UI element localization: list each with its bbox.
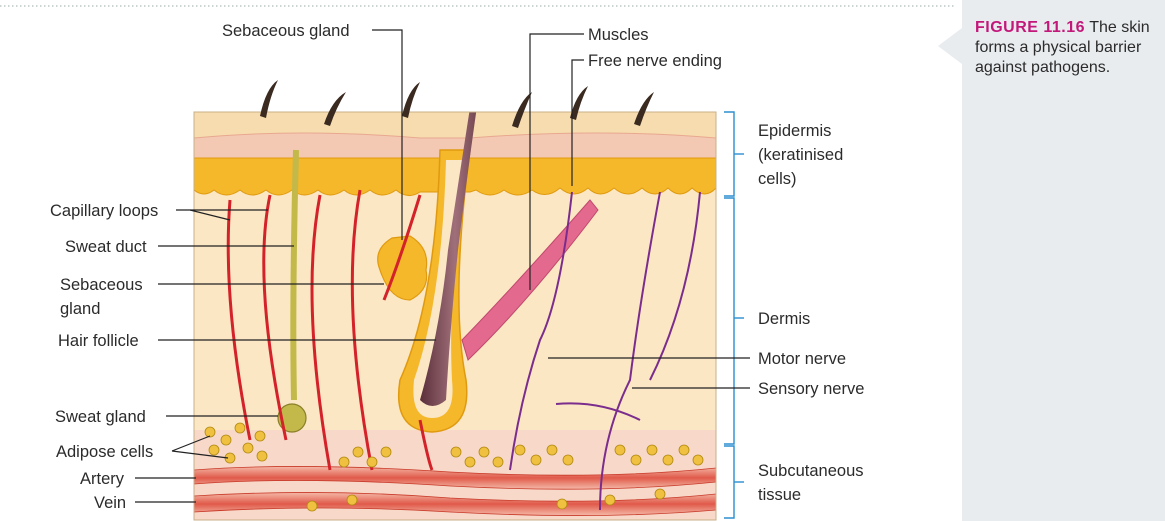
caption-pointer bbox=[938, 28, 962, 64]
leader-free-nerve-ending bbox=[571, 59, 584, 186]
bracket-epidermis bbox=[724, 111, 735, 197]
leader-adipose-cells bbox=[171, 435, 211, 452]
hair-shaft bbox=[420, 112, 477, 406]
leader-sebaceous-gland-top bbox=[372, 29, 403, 240]
skin-block-outline bbox=[193, 111, 717, 521]
surface-hairs bbox=[260, 80, 654, 128]
leader-adipose-cells-2 bbox=[171, 450, 229, 459]
label-adipose-cells: Adipose cells bbox=[56, 443, 153, 461]
bracket-dermis bbox=[724, 197, 735, 445]
label-subcutaneous-line2: tissue bbox=[758, 486, 801, 504]
label-capillary-loops: Capillary loops bbox=[50, 202, 158, 220]
bracket-subcutaneous bbox=[724, 445, 735, 519]
follicle-inner bbox=[413, 160, 462, 418]
label-free-nerve-ending: Free nerve ending bbox=[588, 52, 722, 70]
nerves bbox=[509, 191, 701, 511]
figure-number: FIGURE 11.16 bbox=[975, 19, 1086, 36]
label-sebaceous-line2: gland bbox=[60, 300, 100, 318]
sweat-gland-shape bbox=[277, 403, 307, 433]
label-sweat-gland: Sweat gland bbox=[55, 408, 146, 426]
label-vein: Vein bbox=[94, 494, 126, 512]
label-muscles: Muscles bbox=[588, 26, 649, 44]
label-hair-follicle: Hair follicle bbox=[58, 332, 139, 350]
skin-block bbox=[194, 112, 716, 520]
caption-body: The skin forms a physical barrier agains… bbox=[975, 19, 1150, 76]
label-sebaceous-gland-top: Sebaceous gland bbox=[222, 22, 350, 40]
adipose-cells bbox=[204, 422, 704, 512]
sweat-duct-shape bbox=[290, 149, 299, 401]
leader-muscles bbox=[529, 33, 584, 290]
label-dermis: Dermis bbox=[758, 310, 810, 328]
caption-panel bbox=[962, 0, 1165, 521]
figure-caption: FIGURE 11.16 The skin forms a physical b… bbox=[975, 18, 1165, 78]
label-sebaceous-line1: Sebaceous bbox=[60, 276, 143, 294]
label-epidermis-line2: (keratinised bbox=[758, 146, 843, 164]
label-subcutaneous-line1: Subcutaneous bbox=[758, 462, 864, 480]
label-sweat-duct: Sweat duct bbox=[65, 238, 147, 256]
label-epidermis-line3: cells) bbox=[758, 170, 797, 188]
artery-band bbox=[194, 466, 716, 490]
label-motor-nerve: Motor nerve bbox=[758, 350, 846, 368]
label-sensory-nerve: Sensory nerve bbox=[758, 380, 864, 398]
label-epidermis-line1: Epidermis bbox=[758, 122, 831, 140]
label-artery: Artery bbox=[80, 470, 125, 488]
vein-band bbox=[194, 492, 716, 516]
capillary-loops bbox=[226, 189, 434, 471]
